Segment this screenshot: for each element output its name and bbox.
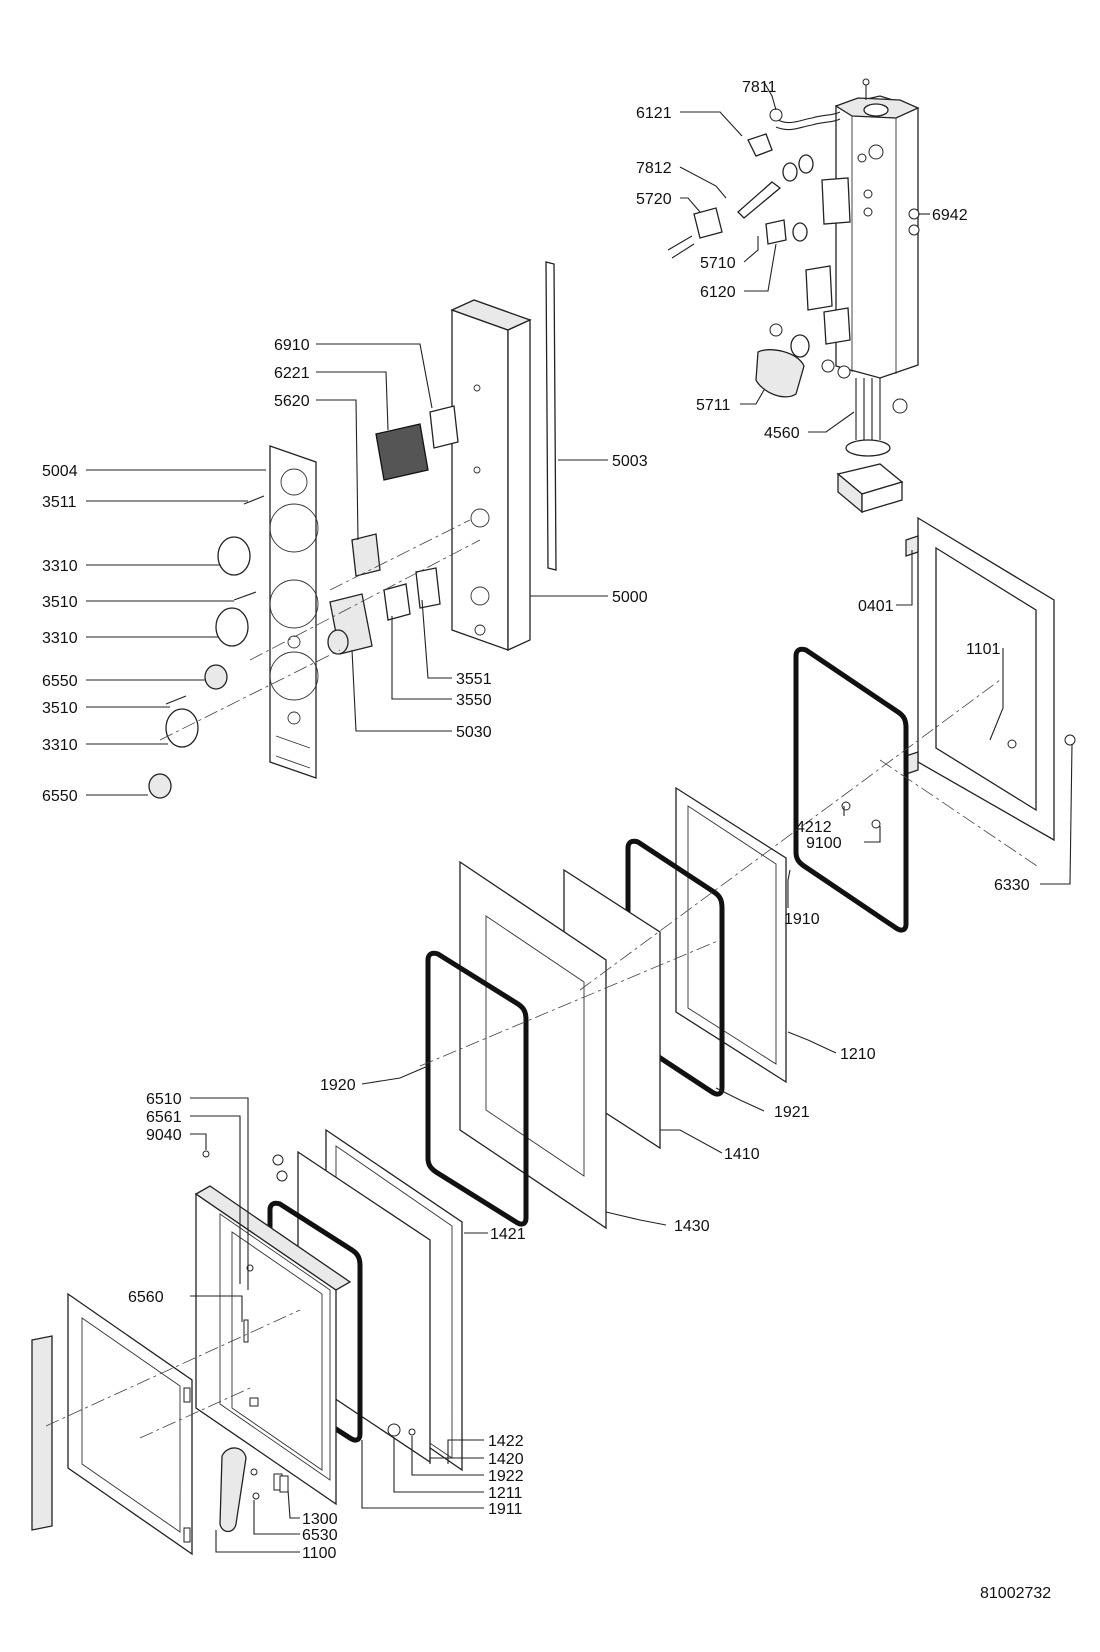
callout-1210: 1210 bbox=[840, 1046, 876, 1063]
callout-0401: 0401 bbox=[858, 598, 894, 615]
callout-1920: 1920 bbox=[320, 1077, 356, 1094]
inner-door-frame bbox=[905, 516, 1076, 842]
frame-1210 bbox=[675, 786, 787, 1084]
callout-5000: 5000 bbox=[612, 589, 648, 606]
callout-5620: 5620 bbox=[274, 393, 310, 410]
callout-6910: 6910 bbox=[274, 337, 310, 354]
callout-6221: 6221 bbox=[274, 365, 310, 382]
callout-6550-a: 6550 bbox=[42, 673, 78, 690]
callout-1910: 1910 bbox=[784, 911, 820, 928]
panel-1430 bbox=[459, 860, 607, 1230]
callout-9100: 9100 bbox=[806, 835, 842, 852]
callout-7812: 7812 bbox=[636, 160, 672, 177]
callout-6510: 6510 bbox=[146, 1091, 182, 1108]
callout-labels: 7811 6121 7812 5720 6942 5710 6120 5711 … bbox=[42, 79, 1051, 1602]
callout-3511: 3511 bbox=[42, 494, 77, 511]
callout-3510-a: 3510 bbox=[42, 594, 78, 611]
callout-6120: 6120 bbox=[700, 284, 736, 301]
drawing-number: 81002732 bbox=[980, 1585, 1051, 1602]
callout-3551: 3551 bbox=[456, 671, 492, 688]
callout-5030: 5030 bbox=[456, 724, 492, 741]
gasket-1920 bbox=[425, 950, 529, 1227]
callout-6942: 6942 bbox=[932, 207, 968, 224]
callout-1410: 1410 bbox=[724, 1146, 760, 1163]
callout-1922: 1922 bbox=[488, 1468, 524, 1485]
callout-3310-c: 3310 bbox=[42, 737, 78, 754]
callout-4212: 4212 bbox=[796, 819, 832, 836]
callout-4560: 4560 bbox=[764, 425, 800, 442]
callout-5003: 5003 bbox=[612, 453, 648, 470]
leader-lines bbox=[86, 81, 1073, 1553]
gasket-1910 bbox=[793, 646, 909, 933]
callout-3310-b: 3310 bbox=[42, 630, 78, 647]
callout-5711: 5711 bbox=[696, 397, 731, 414]
callout-1422: 1422 bbox=[488, 1433, 524, 1450]
callout-1420: 1420 bbox=[488, 1451, 524, 1468]
callout-3550: 3550 bbox=[456, 692, 492, 709]
callout-1430: 1430 bbox=[674, 1218, 710, 1235]
callout-6550-b: 6550 bbox=[42, 788, 78, 805]
callout-1101: 1101 bbox=[966, 641, 1001, 658]
callout-5710: 5710 bbox=[700, 255, 736, 272]
callout-1100: 1100 bbox=[302, 1545, 337, 1562]
door-handle bbox=[202, 1150, 416, 1533]
callout-6330: 6330 bbox=[994, 877, 1030, 894]
callout-1421: 1421 bbox=[490, 1226, 526, 1243]
boiler-assembly bbox=[667, 78, 920, 514]
callout-6560: 6560 bbox=[128, 1289, 164, 1306]
control-panel-assembly bbox=[148, 261, 557, 799]
outer-door bbox=[31, 1292, 193, 1556]
callout-6561: 6561 bbox=[146, 1109, 182, 1126]
callout-9040: 9040 bbox=[146, 1127, 182, 1144]
callout-1921: 1921 bbox=[774, 1104, 810, 1121]
callout-6530: 6530 bbox=[302, 1527, 338, 1544]
callout-3510-b: 3510 bbox=[42, 700, 78, 717]
callout-5720: 5720 bbox=[636, 191, 672, 208]
callout-7811: 7811 bbox=[742, 79, 777, 96]
callout-1300: 1300 bbox=[302, 1511, 338, 1528]
callout-5004: 5004 bbox=[42, 463, 78, 480]
callout-3310-a: 3310 bbox=[42, 558, 78, 575]
callout-6121: 6121 bbox=[636, 105, 672, 122]
callout-1211: 1211 bbox=[488, 1485, 523, 1502]
door-frame-1100 bbox=[194, 1185, 352, 1506]
assembly-centerlines bbox=[45, 519, 1041, 1439]
callout-1911: 1911 bbox=[488, 1501, 523, 1518]
